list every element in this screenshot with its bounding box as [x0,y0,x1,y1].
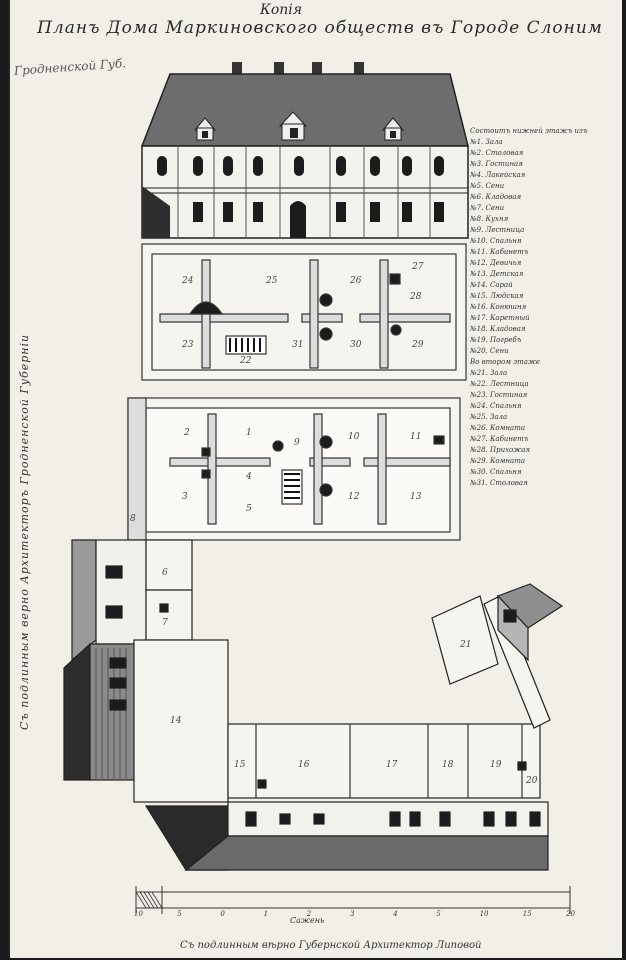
legend-entry: №6. Кладовая [470,193,522,201]
room-label: 2 [184,428,190,438]
room-label: 15 [234,760,246,770]
legend-entry: Состоитъ нижней этажъ изъ [470,127,588,135]
legend-entry: №3. Гостиная [470,160,523,168]
scale-tick-label: 5 [436,910,441,918]
scale-tick-label: 20 [566,910,575,918]
legend-entry: №23. Гостиная [470,391,528,399]
legend-entry: №24. Спальня [470,402,522,410]
room-label: 14 [170,716,182,726]
legend-entry: №17. Каретный [470,314,530,322]
legend-entry: №26. Комната [470,424,526,432]
legend-entry: №7. Сени [470,204,505,212]
room-label: 20 [526,776,538,786]
room-label: 23 [182,340,194,350]
legend-entry: №5. Сени [470,182,505,190]
legend-entry: №28. Прихожая [470,446,531,454]
scale-tick-label: 1 [263,910,269,918]
room-label: 24 [182,276,194,286]
legend-entry: №25. Зала [470,413,508,421]
room-label: 19 [490,760,502,770]
room-label: 22 [240,356,252,366]
room-label: 7 [162,618,168,628]
legend-entry: №2. Столовая [470,149,524,157]
scale-tick-label: 3 [350,910,355,918]
room-label: 29 [412,340,424,350]
room-label: 18 [442,760,454,770]
scale-tick-label: 10 [134,910,143,918]
legend-entry: №21. Зала [470,369,508,377]
legend-entry: №16. Конюшня [470,303,527,311]
scale-tick-label: 5 [177,910,182,918]
signature-line: Съ подлинным вѣрно Губернской Архитектор… [180,940,482,951]
legend-entry: №13. Детская [470,270,524,278]
scale-tick-label: 10 [479,910,489,918]
legend-entry: №18. Кладовая [470,325,526,333]
scale-unit-label: Сажень [290,916,325,925]
scale-tick-label: 0 [220,910,225,918]
legend-entry: №27. Кабинетъ [470,435,529,443]
legend-entry: №8. Кухня [470,215,509,223]
room-label: 9 [294,438,300,448]
room-label: 12 [348,492,360,502]
legend-entry: №12. Девичья [470,259,522,267]
room-label: 21 [460,640,472,650]
legend-entry: №10. Спальня [470,237,522,245]
legend-entry: №30. Спальня [470,468,522,476]
legend-entry: №11. Кабинетъ [470,248,529,256]
room-label: 4 [246,472,252,482]
room-label: 10 [348,432,360,442]
room-label: 6 [162,568,168,578]
room-label: 16 [298,760,310,770]
room-label: 13 [410,492,422,502]
room-label: 5 [246,504,252,514]
legend-entry: №9. Лестница [470,226,525,234]
architectural-drawing [63,62,571,914]
room-label: 8 [130,514,136,524]
room-label: 31 [292,340,304,350]
room-label: 30 [350,340,362,350]
room-label: 1 [246,428,252,438]
plan-legend: Состоитъ нижней этажъ изъ №1. Зала №2. Сто… [470,126,620,489]
legend-entry: №15. Людская [470,292,524,300]
lower-floor-plan [127,397,461,541]
copy-mark: Копія [260,2,303,18]
legend-entry: №4. Лакейская [470,171,526,179]
facade-elevation [140,62,469,239]
legend-entry: Во втором этаже [470,358,541,366]
legend-entry: №20. Сени [470,347,509,355]
room-label: 3 [182,492,188,502]
legend-entry: №14. Сарай [470,281,513,289]
plan-sheet: Копія Планъ Дома Маркиновского обществ в… [8,0,622,958]
scale-bar [135,886,571,914]
room-label: 27 [412,262,424,272]
scale-tick-label: 2 [306,910,312,918]
room-label: 26 [350,276,362,286]
legend-entry: №19. Погребъ [470,336,522,344]
upper-floor-plan [141,243,467,381]
plan-title: Планъ Дома Маркиновского обществ въ Горо… [37,18,603,38]
legend-entry: №29. Комната [470,457,526,465]
courtyard-wings [63,539,564,871]
legend-entry: №31. Столовая [470,479,528,487]
scale-tick-label: 15 [522,910,532,918]
room-label: 28 [410,292,422,302]
room-label: 11 [410,432,422,442]
legend-entry: №1. Зала [470,138,503,146]
room-label: 17 [386,760,398,770]
scale-tick-label: 4 [393,910,398,918]
legend-entry: №22. Лестница [470,380,529,388]
room-label: 25 [266,276,278,286]
